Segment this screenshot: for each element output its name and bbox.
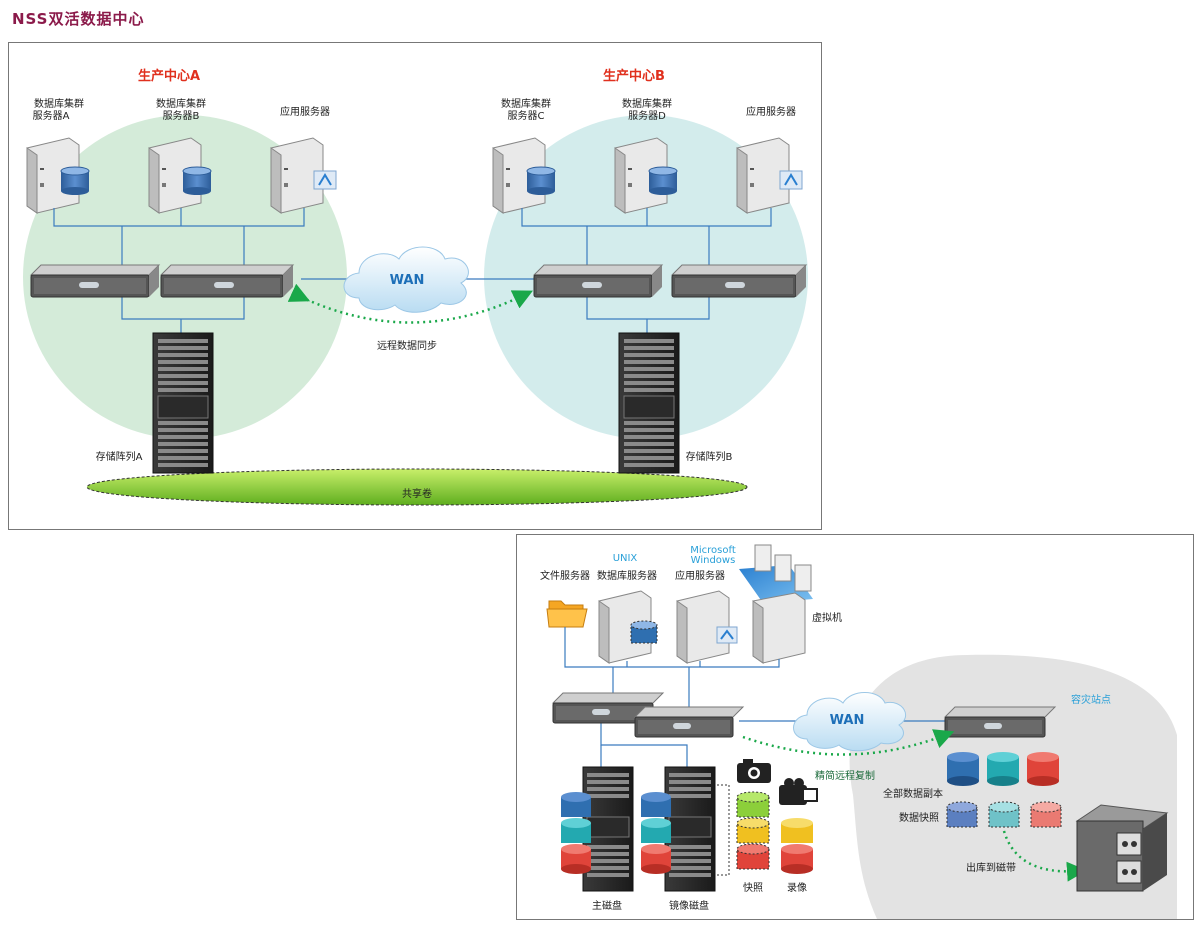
- tape-library-icon: [1075, 804, 1169, 892]
- disaster-recovery-svg: 容灾站点 UNIX Microsoft Windows 文件服务器 数据库服务器…: [540, 544, 1177, 919]
- shared-volume-shape: [86, 468, 748, 506]
- site-b-title: 生产中心B: [603, 68, 665, 84]
- vm-label: 虚拟机: [812, 611, 842, 624]
- db-server-b-label1: 数据库集群: [156, 97, 206, 110]
- folder-icon: [546, 600, 588, 628]
- replication-arrow: [742, 729, 955, 756]
- db-server-a-label1: 数据库集群: [34, 97, 84, 110]
- nss-appliance-a1-icon: [29, 264, 161, 298]
- db-server-label: 数据库服务器: [597, 569, 657, 582]
- nss-appliance-a2-icon: [159, 264, 295, 298]
- snapshot-disk-stack: [736, 791, 770, 870]
- app-server-a-label: 应用服务器: [280, 105, 330, 118]
- db-server-a-icon: [26, 137, 90, 214]
- replication-label: 精简远程复制: [815, 769, 875, 782]
- nss-appliance-b1-icon: [532, 264, 664, 298]
- db-server-d-label2: 服务器D: [628, 109, 666, 122]
- tape-arrow: [1002, 830, 1087, 882]
- snapshot-bracket: [717, 784, 730, 876]
- disaster-recovery-diagram: 容灾站点 UNIX Microsoft Windows 文件服务器 数据库服务器…: [516, 534, 1194, 920]
- db-server-a-label2: 服务器A: [33, 109, 70, 122]
- mirror-disk-stack: [641, 792, 671, 874]
- db-server-c-icon: [492, 137, 556, 214]
- wan-label-b: WAN: [830, 713, 865, 728]
- app-server-icon: [676, 590, 738, 664]
- wan-label: WAN: [390, 273, 425, 288]
- primary-disk-label: 主磁盘: [592, 899, 622, 912]
- snapshot-label: 快照: [743, 882, 763, 894]
- video-camera-icon: [779, 778, 818, 805]
- nss-appliance-1-icon: [551, 692, 665, 724]
- nss-appliance-2-icon: [633, 706, 745, 738]
- wan-cloud-b-icon: [793, 692, 906, 752]
- db-server-d-label1: 数据库集群: [622, 97, 672, 110]
- mirror-disk-label: 镜像磁盘: [669, 899, 709, 912]
- camera-icon: [737, 759, 771, 783]
- app-server-b-label: 应用服务器: [746, 105, 796, 118]
- record-disk-stack: [781, 818, 813, 874]
- app-server-a-icon: [270, 137, 337, 214]
- storage-b-label: 存储阵列B: [686, 450, 733, 463]
- app-server-b-icon: [736, 137, 803, 214]
- page-title: NSS双活数据中心: [12, 10, 145, 28]
- mirror-disk-rack-icon: [664, 766, 716, 892]
- snapshot-data-disks: [946, 801, 1062, 828]
- storage-array-a-icon: [152, 332, 214, 474]
- primary-links: [564, 627, 780, 775]
- db-server-icon: [598, 590, 658, 664]
- active-active-svg: 生产中心A 生产中心B 数据库集群 服务器A 数据库集群 服务器B 应用服务器 …: [23, 68, 808, 506]
- db-server-c-label2: 服务器C: [508, 109, 545, 122]
- dr-site-label: 容灾站点: [1071, 693, 1111, 706]
- microsoft-label1: Microsoft: [690, 545, 736, 556]
- primary-disk-rack-icon: [582, 766, 634, 892]
- site-b-links: [521, 208, 772, 333]
- tape-label: 出库到磁带: [966, 861, 1016, 874]
- site-a-links: [53, 208, 305, 333]
- active-active-diagram: 生产中心A 生产中心B 数据库集群 服务器A 数据库集群 服务器B 应用服务器 …: [8, 42, 822, 530]
- db-server-d-icon: [614, 137, 678, 214]
- db-server-b-icon: [148, 137, 212, 214]
- unix-label: UNIX: [613, 553, 638, 564]
- storage-a-label: 存储阵列A: [96, 450, 143, 463]
- vm-host-icon: [739, 544, 813, 664]
- full-copy-label: 全部数据副本: [883, 787, 943, 800]
- nss-appliance-b2-icon: [670, 264, 808, 298]
- record-label: 录像: [787, 882, 807, 894]
- sync-arrow: [287, 283, 533, 324]
- db-server-c-label1: 数据库集群: [501, 97, 551, 110]
- microsoft-label2: Windows: [691, 555, 736, 566]
- storage-array-b-icon: [618, 332, 680, 474]
- site-a-title: 生产中心A: [138, 68, 200, 84]
- dr-appliance-icon: [943, 706, 1057, 738]
- primary-disk-stack: [561, 792, 591, 874]
- full-copy-disks: [947, 752, 1059, 786]
- db-server-b-label2: 服务器B: [163, 109, 200, 122]
- sync-label: 远程数据同步: [377, 339, 437, 352]
- shared-volume-label: 共享卷: [402, 487, 432, 500]
- file-server-label: 文件服务器: [540, 569, 590, 582]
- snapshot-data-label: 数据快照: [899, 811, 939, 824]
- app-server-label: 应用服务器: [675, 569, 725, 582]
